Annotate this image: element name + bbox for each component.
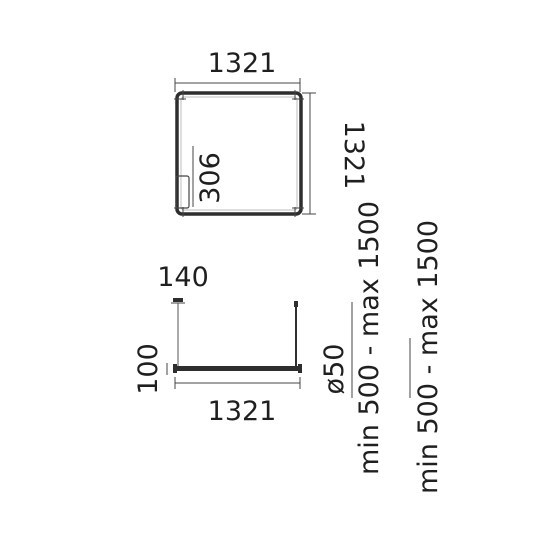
side-view: 140 100 1321 ø50 bbox=[133, 262, 350, 427]
cable-range-2-label: min 500 - max 1500 bbox=[413, 220, 444, 494]
canopy-right bbox=[294, 301, 298, 307]
cable-range-annotations: min 500 - max 1500 min 500 - max 1500 bbox=[351, 201, 444, 494]
top-height-label: 1321 bbox=[338, 121, 369, 190]
driver-box bbox=[175, 175, 190, 209]
side-width-label: 1321 bbox=[208, 396, 277, 427]
lamp-cap-left bbox=[173, 364, 177, 373]
lamp-cap-right bbox=[298, 364, 302, 373]
canopy-left bbox=[173, 298, 183, 302]
square-frame-inner-edge bbox=[180, 96, 298, 211]
detail-label: 306 bbox=[195, 152, 226, 204]
side-height-label: 100 bbox=[133, 343, 164, 395]
top-width-label: 1321 bbox=[208, 48, 277, 79]
top-view: 1321 1321 306 bbox=[174, 48, 369, 217]
cable-range-1-label: min 500 - max 1500 bbox=[354, 201, 385, 475]
canopy-label: 140 bbox=[157, 262, 209, 293]
diameter-label: ø50 bbox=[319, 344, 350, 395]
lamp-body bbox=[175, 366, 300, 371]
square-frame bbox=[175, 91, 303, 216]
